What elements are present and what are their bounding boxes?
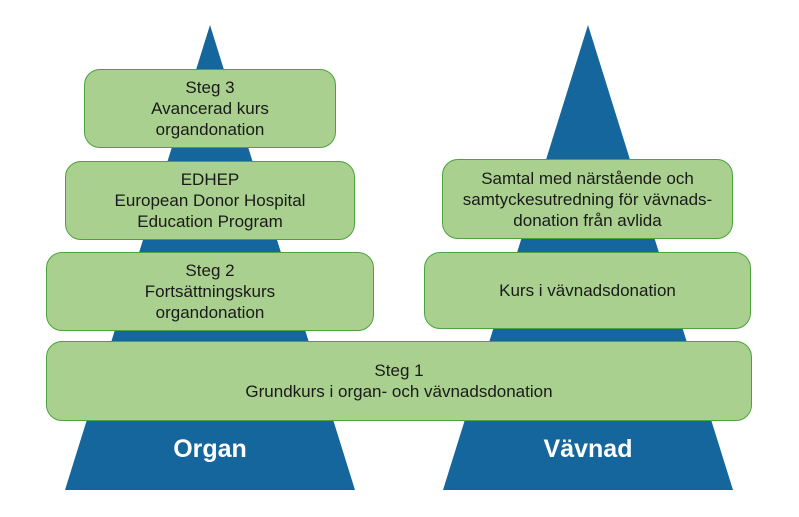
vavnad-samtal-line2: samtyckesutredning för vävnads-	[462, 189, 713, 209]
vavnad-label: Vävnad	[543, 435, 633, 463]
organ-edhep-line1: EDHEP	[180, 170, 240, 189]
steg1-box: Steg 1 Grundkurs i organ- och vävnadsdon…	[46, 341, 752, 421]
vavnad-samtal-line3: donation från avlida	[513, 210, 662, 230]
organ-edhep-box: EDHEP European Donor Hospital Education …	[65, 161, 355, 240]
organ-steg2-line3: organdonation	[155, 303, 265, 322]
organ-edhep-line2: European Donor Hospital	[114, 191, 306, 210]
vavnad-samtal-line1: Samtal med närstående och	[481, 168, 694, 188]
organ-steg2-line2: Fortsättningskurs	[144, 282, 276, 301]
steg1-line1: Steg 1	[374, 361, 424, 380]
organ-steg3-box: Steg 3 Avancerad kurs organdonation	[84, 69, 336, 148]
organ-edhep-line3: Education Program	[137, 212, 283, 231]
steg1-line2: Grundkurs i organ- och vävnadsdonation	[245, 382, 553, 401]
organ-steg3-line1: Steg 3	[185, 78, 235, 97]
vavnad-samtal-box: Samtal med närstående och samtyckesutred…	[442, 159, 733, 239]
organ-label: Organ	[173, 435, 247, 463]
vavnad-kurs-box: Kurs i vävnadsdonation	[424, 252, 751, 329]
organ-steg2-line1: Steg 2	[185, 261, 235, 280]
vavnad-kurs-line1: Kurs i vävnadsdonation	[499, 281, 676, 300]
organ-steg3-line3: organdonation	[155, 120, 265, 139]
organ-steg3-line2: Avancerad kurs	[151, 99, 269, 118]
organ-steg2-box: Steg 2 Fortsättningskurs organdonation	[46, 252, 374, 331]
